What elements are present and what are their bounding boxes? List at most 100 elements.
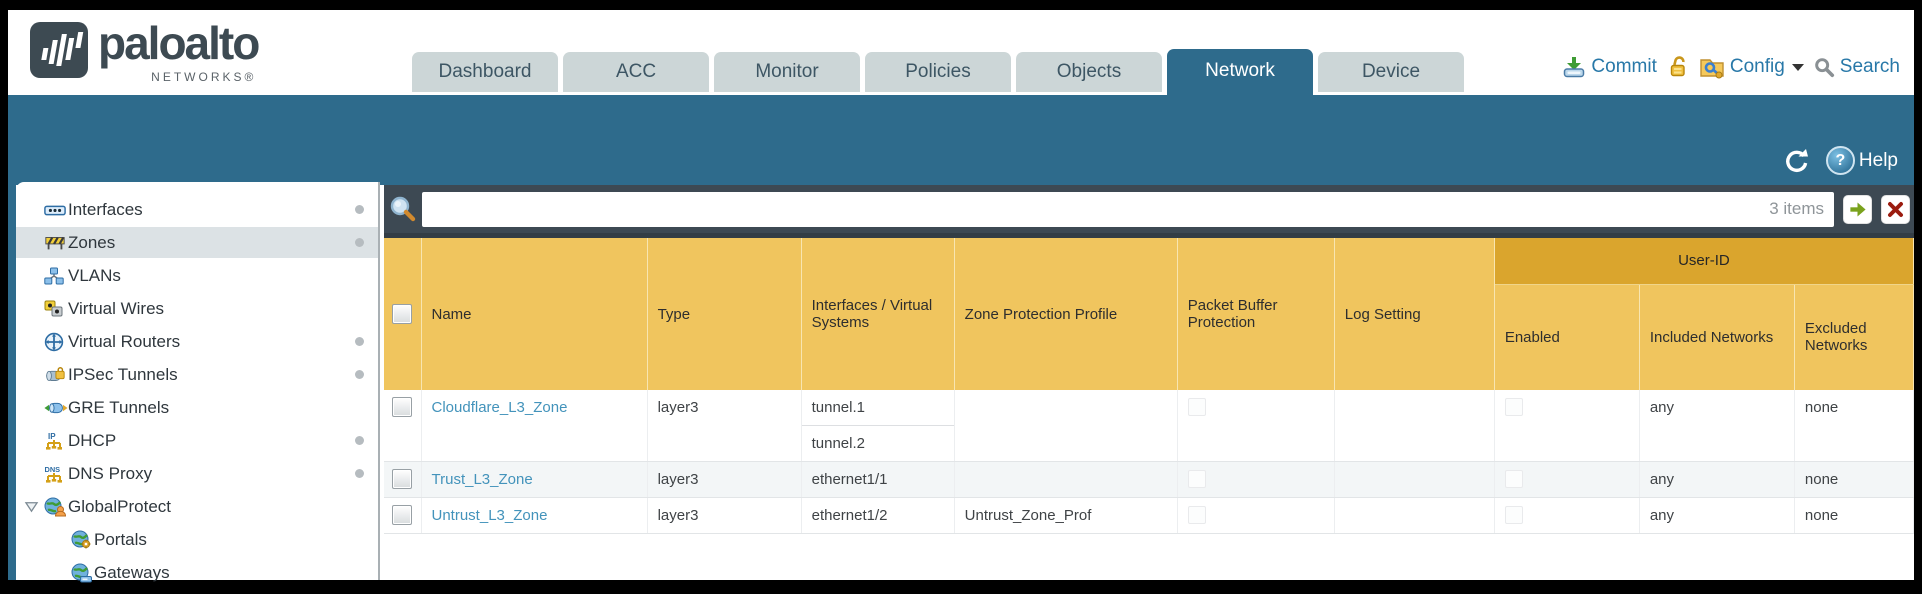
apply-filter-button[interactable] — [1843, 194, 1872, 224]
sidebar-item-gateways[interactable]: Gateways — [16, 557, 378, 588]
virtual-wires-icon — [44, 300, 68, 318]
zone-type-cell: layer3 — [647, 497, 802, 534]
refresh-icon[interactable] — [1782, 148, 1810, 174]
unlock-icon[interactable] — [1666, 55, 1690, 79]
zone-name-link[interactable]: Untrust_L3_Zone — [431, 507, 548, 524]
column-header-name[interactable]: Name — [421, 238, 648, 390]
virtual-routers-icon — [44, 332, 68, 352]
column-header-type[interactable]: Type — [647, 238, 802, 390]
help-icon: ? — [1825, 146, 1855, 175]
row-select-checkbox[interactable] — [392, 469, 412, 489]
tab-monitor[interactable]: Monitor — [714, 52, 860, 92]
column-header-enabled[interactable]: Enabled — [1494, 284, 1640, 390]
status-dot — [355, 436, 364, 445]
column-header-included-networks[interactable]: Included Networks — [1639, 284, 1795, 390]
user-id-enabled-cell — [1494, 461, 1640, 498]
user-id-enabled-cell — [1494, 497, 1640, 534]
interface-value: ethernet1/2 — [811, 506, 888, 524]
column-header-excluded-networks[interactable]: Excluded Networks — [1794, 284, 1915, 390]
status-dot — [355, 337, 364, 346]
log-setting-cell — [1334, 461, 1495, 498]
zone-name-link[interactable]: Trust_L3_Zone — [431, 471, 533, 488]
interface-value: tunnel.1 — [801, 390, 954, 426]
sidebar-item-label: DNS Proxy — [68, 463, 153, 483]
config-icon — [1699, 55, 1725, 79]
packet-buffer-protection-cell — [1177, 390, 1335, 462]
sidebar-item-label: Virtual Wires — [68, 298, 165, 318]
sidebar-item-label: GlobalProtect — [68, 496, 171, 516]
zone-type-cell: layer3 — [647, 390, 802, 462]
column-header-zone-protection-profile[interactable]: Zone Protection Profile — [954, 238, 1178, 390]
row-select-cell — [384, 461, 422, 498]
main-panel: 3 items — [384, 185, 1915, 580]
config-menu-button[interactable]: Config — [1699, 55, 1804, 79]
expander-open-icon[interactable] — [24, 500, 44, 513]
row-select-cell — [384, 390, 422, 462]
sidebar-item-ipsec-tunnels[interactable]: IPSec Tunnels — [16, 359, 378, 390]
zone-name-cell: Untrust_L3_Zone — [421, 497, 648, 534]
status-dot — [355, 370, 364, 379]
filter-search-icon — [388, 194, 418, 224]
zone-name-link[interactable]: Cloudflare_L3_Zone — [431, 399, 568, 416]
filter-input[interactable] — [422, 191, 1770, 227]
sidebar-item-interfaces[interactable]: Interfaces — [16, 194, 378, 225]
tab-acc[interactable]: ACC — [563, 52, 709, 92]
filter-field: 3 items — [422, 191, 1834, 227]
sidebar-item-label: Zones — [68, 232, 116, 252]
zone-type-cell: layer3 — [647, 461, 802, 498]
zone-protection-profile-cell — [954, 390, 1178, 462]
column-header-interfaces[interactable]: Interfaces / Virtual Systems — [801, 238, 955, 390]
status-dot — [355, 238, 364, 247]
row-select-checkbox[interactable] — [392, 505, 412, 525]
paloalto-logo: paloalto NETWORKS® — [30, 17, 260, 84]
sidebar-item-label: Portals — [94, 529, 147, 549]
packet-buffer-protection-cell — [1177, 461, 1335, 498]
select-all-checkbox[interactable] — [392, 304, 412, 324]
sidebar-item-label: VLANs — [68, 265, 121, 285]
sidebar-item-globalprotect[interactable]: GlobalProtect — [16, 491, 378, 522]
sidebar-item-zones[interactable]: Zones — [16, 227, 378, 258]
svg-text:DNS: DNS — [45, 465, 61, 474]
help-label: Help — [1858, 149, 1898, 171]
sidebar-item-label: GRE Tunnels — [68, 397, 170, 417]
help-button[interactable]: ? Help — [1825, 146, 1898, 175]
log-setting-cell — [1334, 497, 1495, 534]
column-group-user-id: User-ID — [1494, 238, 1915, 285]
sidebar-item-virtual-wires[interactable]: Virtual Wires — [16, 293, 378, 324]
column-header-log-setting[interactable]: Log Setting — [1334, 238, 1495, 390]
ipsec-tunnels-icon — [44, 366, 68, 384]
brand-wordmark: paloalto — [98, 17, 260, 69]
paloalto-logo-icon — [30, 22, 88, 78]
row-select-checkbox[interactable] — [392, 397, 412, 417]
tab-policies[interactable]: Policies — [865, 52, 1011, 92]
zones-icon — [44, 234, 68, 252]
tab-objects[interactable]: Objects — [1016, 52, 1162, 92]
sidebar-item-virtual-routers[interactable]: Virtual Routers — [16, 326, 378, 357]
commit-button[interactable]: Commit — [1562, 55, 1657, 79]
sidebar-item-portals[interactable]: Portals — [16, 524, 378, 555]
select-all-header-cell — [384, 238, 422, 390]
sidebar-item-vlans[interactable]: VLANs — [16, 260, 378, 291]
column-header-packet-buffer-protection[interactable]: Packet Buffer Protection — [1177, 238, 1335, 390]
clear-filter-button[interactable] — [1881, 194, 1910, 224]
tab-network[interactable]: Network — [1167, 49, 1313, 95]
global-search-button[interactable]: Search — [1813, 56, 1900, 78]
commit-label: Commit — [1591, 56, 1657, 77]
packet-buffer-protection-checkbox — [1187, 398, 1206, 416]
dns-proxy-icon: DNS — [44, 464, 68, 484]
row-select-cell — [384, 497, 422, 534]
included-networks-cell: any — [1639, 461, 1795, 498]
excluded-networks-cell: none — [1794, 390, 1915, 462]
tab-device[interactable]: Device — [1318, 52, 1464, 92]
search-label: Search — [1839, 56, 1900, 77]
tab-dashboard[interactable]: Dashboard — [412, 52, 558, 92]
sidebar-item-dns-proxy[interactable]: DNS DNS Proxy — [16, 458, 378, 489]
sidebar-item-gre-tunnels[interactable]: GRE Tunnels — [16, 392, 378, 423]
globalprotect-icon — [44, 497, 68, 517]
